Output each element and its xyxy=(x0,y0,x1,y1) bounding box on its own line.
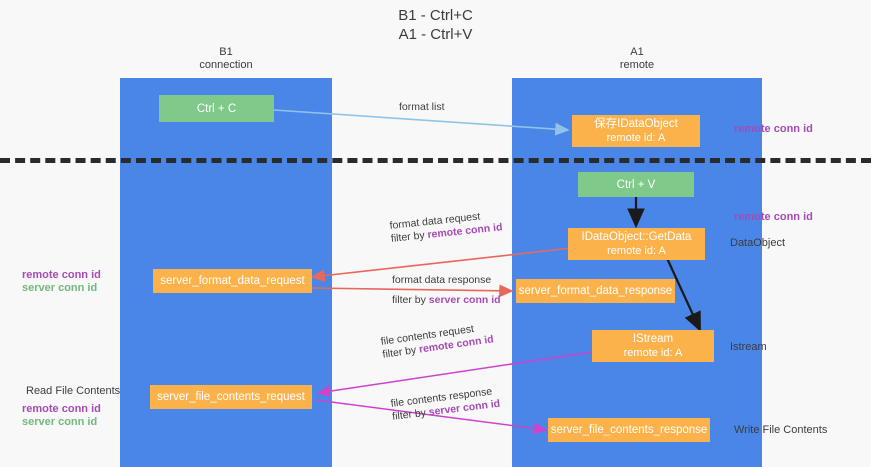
node-server-format-data-request[interactable]: server_format_data_request xyxy=(153,269,312,293)
node-server-file-contents-request[interactable]: server_file_contents_request xyxy=(150,385,312,409)
node-server-file-contents-response-label: server_file_contents_response xyxy=(550,424,708,436)
node-getdata[interactable]: IDataObject::GetData remote id: A xyxy=(568,228,705,260)
node-istream-line2: remote id: A xyxy=(623,347,683,359)
annotation-read-file-contents: Read File Contents xyxy=(26,385,121,397)
annotation-remote-conn-id-top: remote conn id xyxy=(734,123,813,135)
annotation-left-remote-conn-id-mid: remote conn id xyxy=(22,269,101,281)
annotation-dataobject: DataObject xyxy=(730,237,786,249)
filter-key-server-conn-id: server conn id xyxy=(428,294,501,306)
node-istream-line1: IStream xyxy=(632,333,674,345)
filter-prefix: filter by xyxy=(392,294,429,306)
lane-heading-a1: A1 remote xyxy=(619,46,655,71)
annotation-write-file-contents: Write File Contents xyxy=(734,424,828,436)
node-idataobject-saved[interactable]: 保存IDataObject remote id: A xyxy=(572,115,700,147)
node-getdata-line1: IDataObject::GetData xyxy=(581,231,692,243)
node-idataobject-saved-line1: 保存IDataObject xyxy=(594,118,678,130)
edge-label-format-data-response-filter: filter by server conn id xyxy=(392,294,501,307)
annotation-left-remote-conn-id-bottom: remote conn id xyxy=(22,403,101,415)
node-server-format-data-response-label: server_format_data_response xyxy=(518,285,673,297)
phase-divider xyxy=(0,158,871,163)
edge-label-format-data-response-text: format data response xyxy=(392,274,492,286)
annotation-remote-conn-id-mid: remote conn id xyxy=(734,211,813,223)
filter-prefix: filter by xyxy=(390,229,429,245)
node-server-format-data-response[interactable]: server_format_data_response xyxy=(516,279,675,303)
node-server-file-contents-request-label: server_file_contents_request xyxy=(157,391,305,403)
lane-heading-b1: B1 connection xyxy=(199,46,253,71)
edge-label-format-data-response: format data response filter by server co… xyxy=(392,274,501,307)
node-server-file-contents-response[interactable]: server_file_contents_response xyxy=(548,418,710,442)
node-ctrl-c[interactable]: Ctrl + C xyxy=(159,95,274,122)
edge-label-file-contents-response: file contents response filter by server … xyxy=(390,385,501,424)
annotation-left-server-conn-id-bottom: server conn id xyxy=(22,416,98,428)
node-ctrl-c-line1: Ctrl + C xyxy=(196,102,237,115)
annotation-istream: Istream xyxy=(730,341,767,353)
node-istream[interactable]: IStream remote id: A xyxy=(592,330,714,362)
edge-label-format-data-request: format data request filter by remote con… xyxy=(389,208,503,246)
annotation-left-server-conn-id-mid: server conn id xyxy=(22,282,98,294)
node-server-format-data-request-label: server_format_data_request xyxy=(160,275,305,287)
node-ctrl-v[interactable]: Ctrl + V xyxy=(578,172,694,197)
node-getdata-line2: remote id: A xyxy=(607,245,666,257)
node-ctrl-v-line1: Ctrl + V xyxy=(616,178,656,191)
diagram-title: B1 - Ctrl+C A1 - Ctrl+V xyxy=(398,7,473,43)
node-idataobject-saved-line2: remote id: A xyxy=(606,132,666,144)
edge-label-format-list: format list xyxy=(399,101,445,113)
edge-label-file-contents-request: file contents request filter by remote c… xyxy=(380,320,495,361)
